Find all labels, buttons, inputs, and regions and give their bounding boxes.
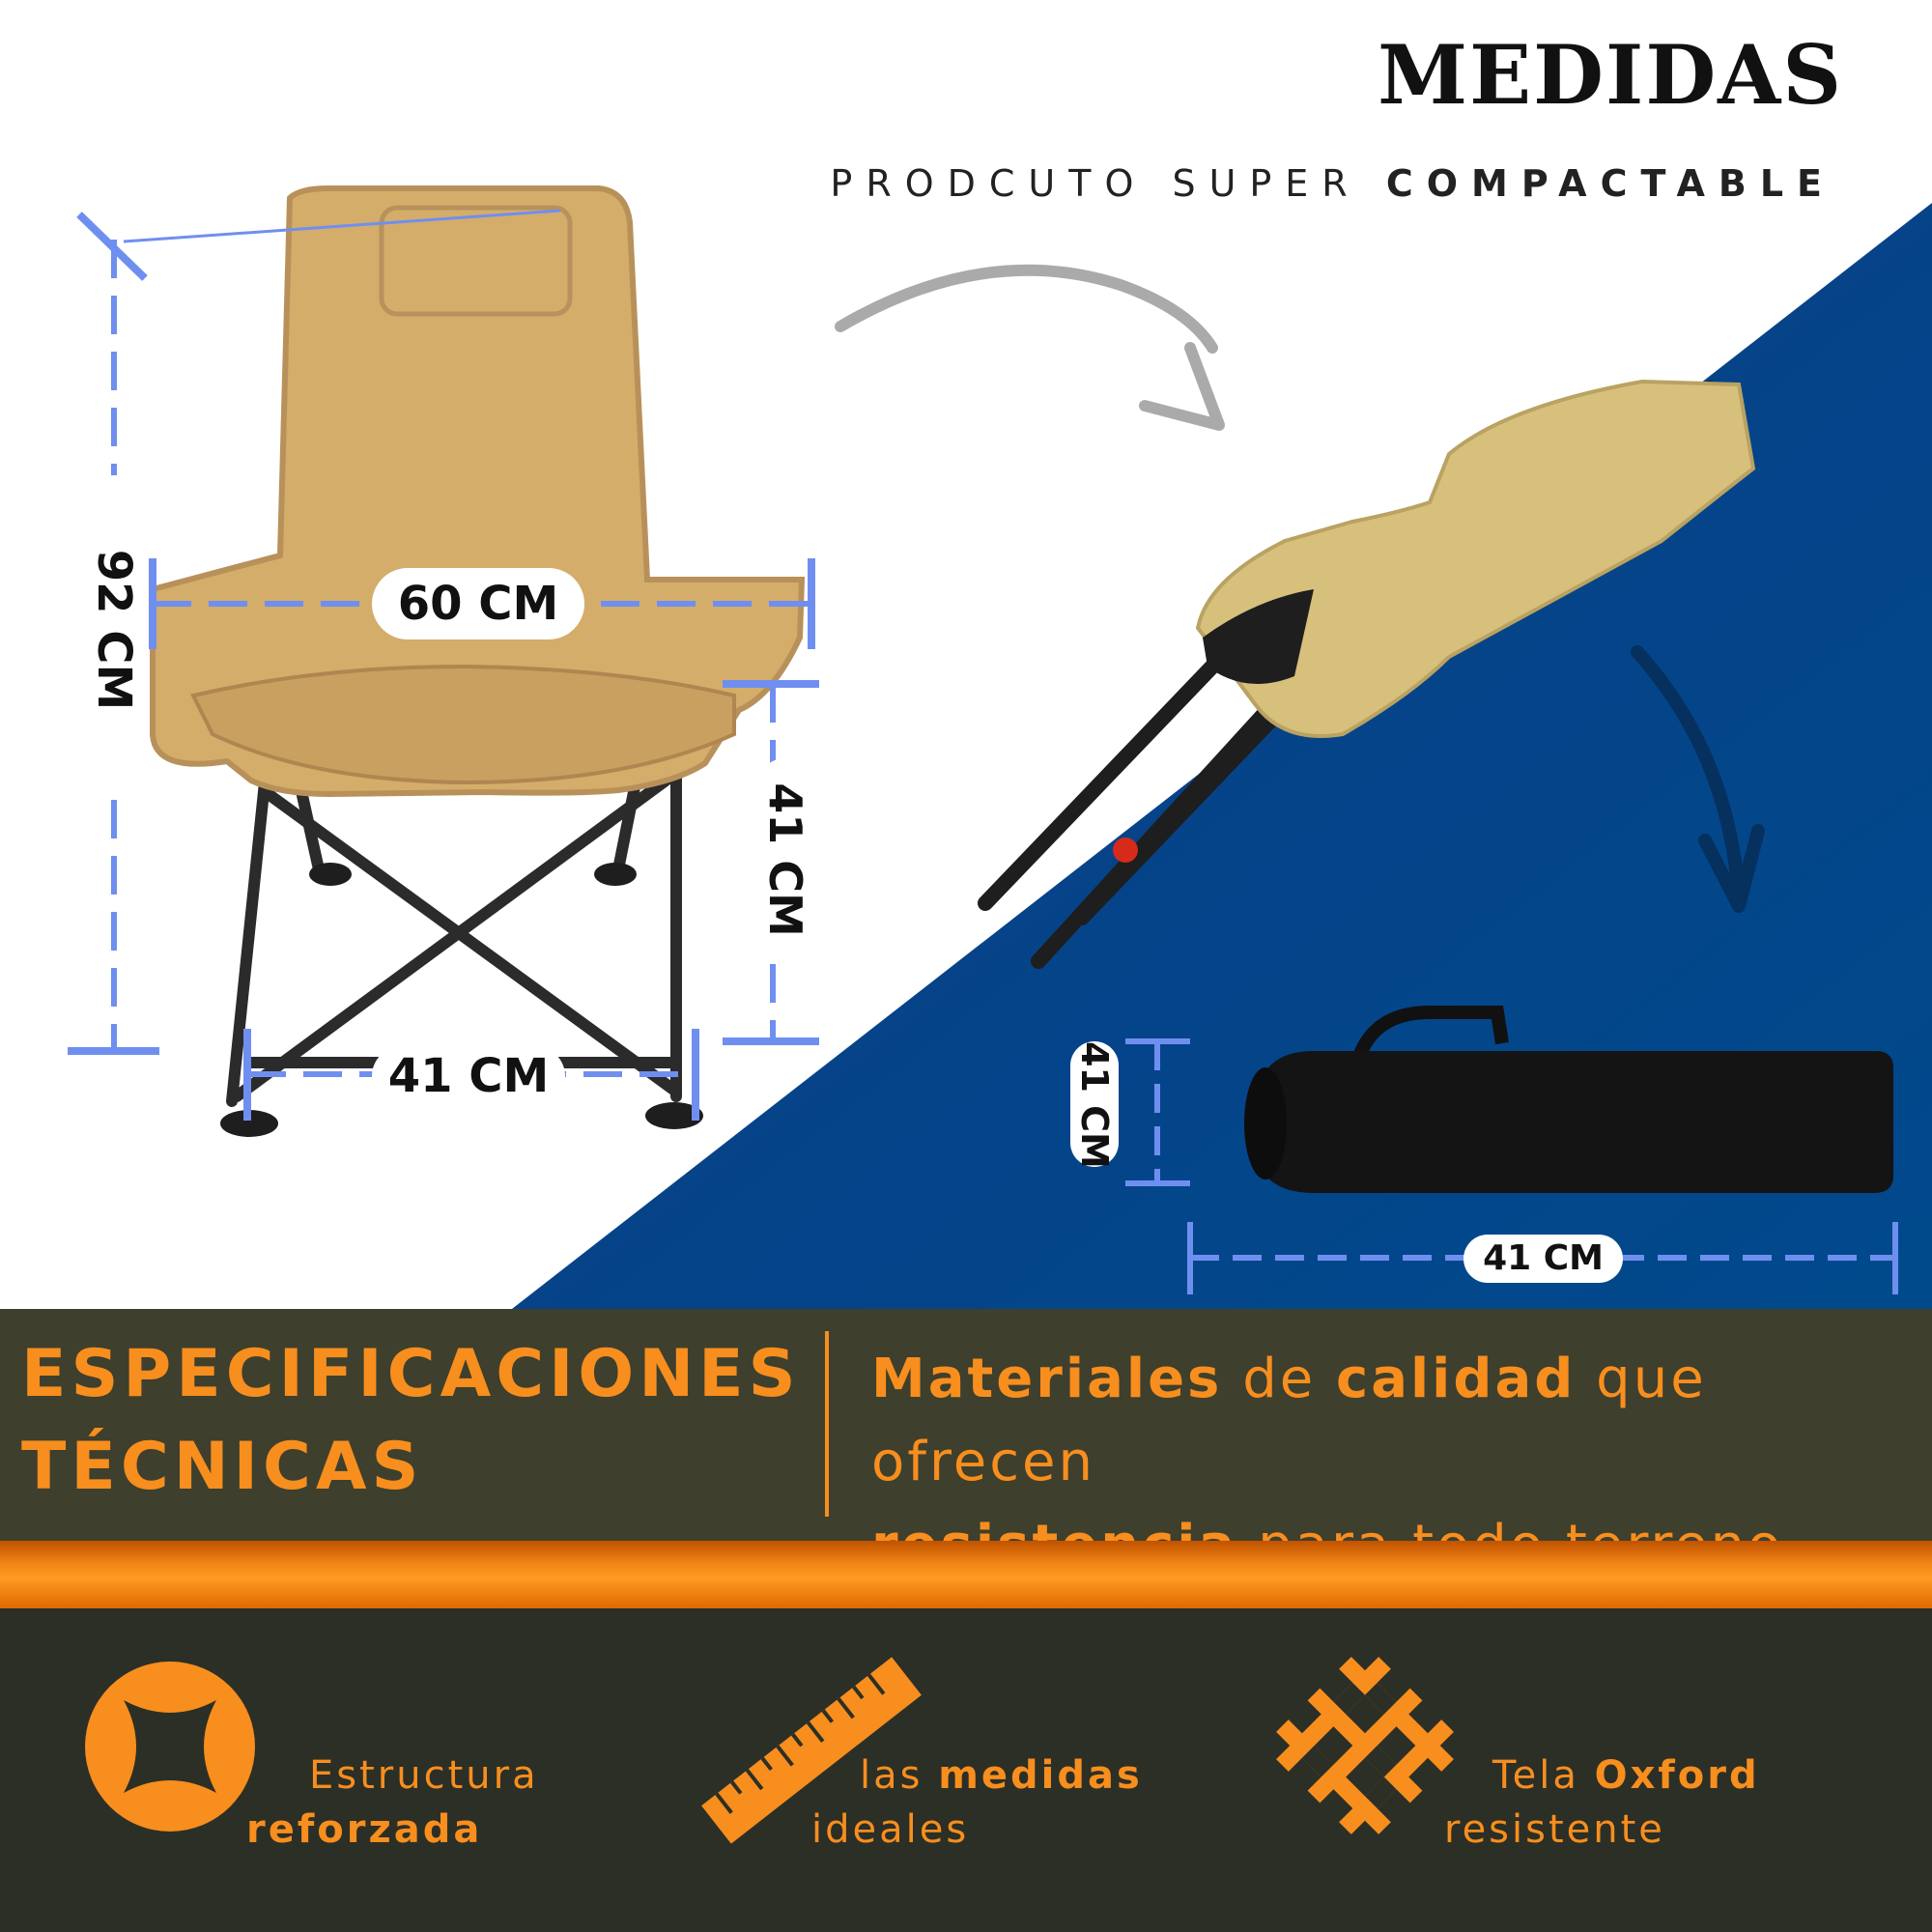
- page-subtitle: PRODCUTO SUPER COMPACTABLE: [830, 162, 1835, 205]
- feature-structure: Estructura reforzada: [246, 1748, 539, 1857]
- feature-measures-bold: medidas: [938, 1753, 1143, 1798]
- feature-measures-line2: ideales: [811, 1807, 970, 1852]
- feature-structure-line1: Estructura: [309, 1753, 539, 1798]
- desc-calidad: calidad: [1336, 1348, 1577, 1410]
- dim-label-width: 60 CM: [372, 568, 584, 639]
- dim-label-height: 92 CM: [85, 475, 143, 784]
- dim-label-base-width: 41 CM: [372, 1046, 565, 1106]
- feature-fabric-light: Tela: [1492, 1753, 1579, 1798]
- chair-folded-image: [978, 379, 1756, 969]
- specs-title-line2: TÉCNICAS: [21, 1429, 424, 1505]
- dim-label-bag-height: 41 CM: [1070, 1041, 1119, 1169]
- orange-glow-band: [0, 1541, 1932, 1608]
- specs-title: ESPECIFICACIONES TÉCNICAS: [21, 1328, 813, 1514]
- feature-measures-light: las: [860, 1753, 923, 1798]
- specs-title-line1: ESPECIFICACIONES: [21, 1336, 801, 1412]
- arrow-right-icon: [835, 264, 1218, 354]
- subtitle-light: PRODCUTO SUPER: [830, 162, 1361, 205]
- x-cross-circle-icon: [85, 1662, 255, 1832]
- feature-fabric: Tela Oxford resistente: [1444, 1748, 1760, 1857]
- feature-structure-line2: reforzada: [246, 1807, 483, 1852]
- arrow-down-icon: [1631, 645, 1746, 905]
- feature-fabric-line2: resistente: [1444, 1807, 1665, 1852]
- ruler-icon: [701, 1657, 922, 1844]
- dim-label-seat-height: 41 CM: [756, 758, 814, 961]
- features-section: [0, 1608, 1932, 1932]
- carry-bag-image: [1244, 1006, 1893, 1193]
- subtitle-bold: COMPACTABLE: [1385, 162, 1835, 205]
- desc-materiales: Materiales: [871, 1348, 1223, 1410]
- weave-fabric-icon: [1276, 1657, 1454, 1834]
- desc-de: de: [1242, 1348, 1317, 1410]
- feature-measures: las medidas ideales: [811, 1748, 1143, 1857]
- specs-divider: [825, 1331, 829, 1517]
- dim-label-bag-length: 41 CM: [1463, 1235, 1623, 1283]
- specs-band: [0, 1309, 1932, 1541]
- desc-que-ofrecen: que ofrecen: [871, 1348, 1707, 1493]
- illustration-canvas: [68, 185, 1932, 1309]
- chair-unfolded-image: [150, 185, 806, 1137]
- feature-fabric-bold: Oxford: [1594, 1753, 1760, 1798]
- page-title: MEDIDAS: [1378, 27, 1843, 123]
